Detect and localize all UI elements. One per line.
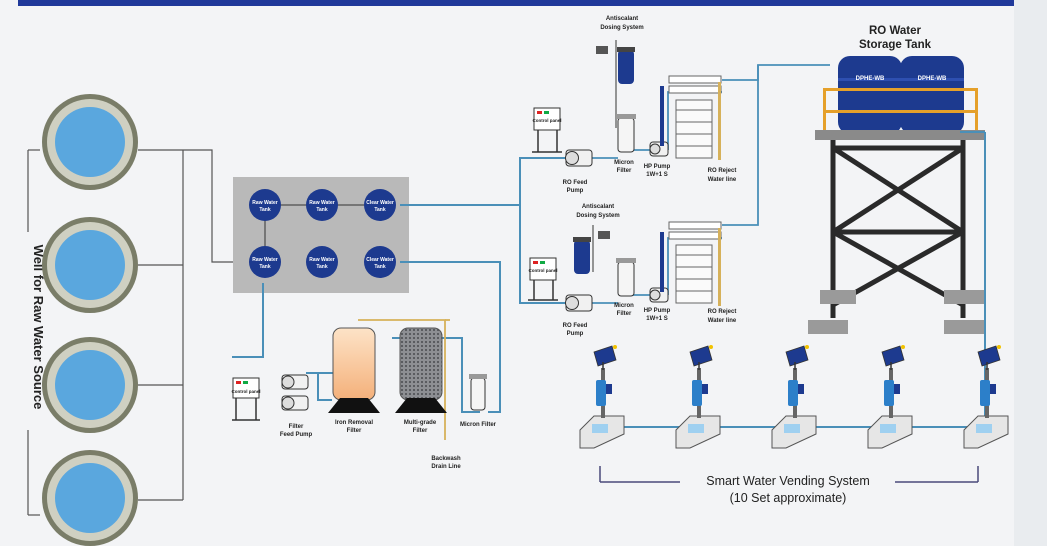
well-3 bbox=[42, 337, 138, 433]
treatment-tank-label: Raw Water bbox=[309, 257, 334, 263]
ro1-reject-label-2: Water line bbox=[708, 177, 737, 183]
multigrade-filter bbox=[395, 327, 447, 413]
treatment-tank-label: Raw Water bbox=[252, 257, 277, 263]
ro2-micron-label-1: Micron bbox=[614, 303, 634, 309]
ro2-reject-label-2: Water line bbox=[708, 318, 737, 324]
right-margin bbox=[1014, 0, 1047, 546]
ro2-micron-label-2: Filter bbox=[617, 311, 632, 317]
iron-filter-label-2: Filter bbox=[347, 428, 362, 434]
well-1 bbox=[42, 94, 138, 190]
treatment-tank-label: Tank bbox=[259, 264, 271, 270]
ro2-control-panel-label: Control panel bbox=[529, 268, 558, 273]
storage-title-1: RO Water bbox=[869, 25, 921, 37]
tower-frame bbox=[830, 140, 966, 318]
ro-unit-1: Control panel Antiscalant Dosing System … bbox=[532, 16, 830, 194]
ro-unit-2-pipes bbox=[588, 65, 759, 304]
iron-removal-filter bbox=[328, 327, 380, 413]
storage-tank-label-2: DPHE-WB bbox=[918, 76, 947, 82]
treatment-tank-label: Clear Water bbox=[366, 200, 394, 206]
ro1-dosing-label-2: Dosing System bbox=[600, 25, 643, 31]
ro2-hp-pump-label-1: HP Pump bbox=[644, 308, 671, 314]
filter-control-panel: Control panel bbox=[232, 377, 261, 421]
treatment-tank-label: Tank bbox=[259, 207, 271, 213]
ro1-feed-pump-label-2: Pump bbox=[567, 188, 584, 194]
ro1-reject-label-1: RO Reject bbox=[708, 168, 737, 174]
ro2-hp-pump-label-2: 1W+1 S bbox=[646, 316, 668, 322]
filter-feed-pumps bbox=[281, 374, 309, 411]
ro1-hp-pump-label-2: 1W+1 S bbox=[646, 172, 668, 178]
filter-feed-pump-label-1: Filter bbox=[289, 424, 304, 430]
vending-line: Smart Water Vending System (10 Set appro… bbox=[579, 345, 1009, 505]
ro1-hp-pump-label-1: HP Pump bbox=[644, 164, 671, 170]
ro1-feed-pump-label-1: RO Feed bbox=[563, 180, 588, 186]
vending-machine-1 bbox=[579, 345, 625, 449]
treatment-tank-label: Raw Water bbox=[252, 200, 277, 206]
ro2-reject-label-1: RO Reject bbox=[708, 309, 737, 315]
treatment-tank-label: Tank bbox=[374, 207, 386, 213]
ro-feed-pipes bbox=[400, 157, 568, 413]
filtration-stage: Control panel Filter Feed Pump Iron Remo… bbox=[232, 283, 497, 470]
water-system-diagram: Well for Raw Water Source bbox=[27, 16, 1009, 546]
top-accent-bar bbox=[18, 0, 1014, 6]
ro1-dosing-label-1: Antiscalant bbox=[606, 16, 638, 22]
ro1-micron-label-2: Filter bbox=[617, 168, 632, 174]
ro-unit-2: Control panel Antiscalant Dosing System … bbox=[528, 65, 759, 337]
vending-machine-3 bbox=[771, 345, 817, 449]
ro2-dosing-label-2: Dosing System bbox=[576, 213, 619, 219]
backwash-label-2: Drain Line bbox=[431, 464, 461, 470]
backwash-line bbox=[358, 319, 450, 440]
treatment-tank-label: Tank bbox=[374, 264, 386, 270]
storage-title-2: Storage Tank bbox=[859, 39, 932, 51]
vending-subtitle: (10 Set approximate) bbox=[730, 491, 847, 505]
treatment-tank-label: Clear Water bbox=[366, 257, 394, 263]
ro2-feed-pump-label-1: RO Feed bbox=[563, 323, 588, 329]
ro2-feed-pump-label-2: Pump bbox=[567, 331, 584, 337]
treatment-tank-label: Raw Water bbox=[309, 200, 334, 206]
ro2-dosing-label-1: Antiscalant bbox=[582, 204, 614, 210]
treatment-tank-label: Tank bbox=[316, 264, 328, 270]
ro1-micron-label-1: Micron bbox=[614, 160, 634, 166]
ro1-control-panel-label: Control panel bbox=[533, 118, 562, 123]
filter-control-panel-label: Control panel bbox=[232, 389, 261, 394]
treatment-tank-label: Tank bbox=[316, 207, 328, 213]
well-title: Well for Raw Water Source bbox=[31, 245, 46, 410]
multigrade-filter-label-2: Filter bbox=[413, 428, 428, 434]
well-collector-pipes bbox=[138, 149, 248, 501]
well-2 bbox=[42, 217, 138, 313]
filtration-micron-filter-label: Micron Filter bbox=[460, 422, 497, 428]
ro-storage-tank: RO Water Storage Tank DPHE-WB DPHE-WB bbox=[808, 25, 986, 350]
backwash-label-1: Backwash bbox=[431, 456, 461, 462]
vending-machine-5 bbox=[963, 345, 1009, 449]
well-4 bbox=[42, 450, 138, 546]
vending-machine-4 bbox=[867, 345, 913, 449]
filter-feed-pump-label-2: Feed Pump bbox=[280, 432, 313, 438]
filtration-micron-filter bbox=[469, 374, 487, 411]
iron-filter-label-1: Iron Removal bbox=[335, 420, 373, 426]
wells: Well for Raw Water Source bbox=[27, 94, 248, 546]
vending-title: Smart Water Vending System bbox=[706, 474, 870, 488]
vending-machine-2 bbox=[675, 345, 721, 449]
storage-tank-label-1: DPHE-WB bbox=[856, 76, 885, 82]
multigrade-filter-label-1: Multi-grade bbox=[404, 420, 437, 426]
